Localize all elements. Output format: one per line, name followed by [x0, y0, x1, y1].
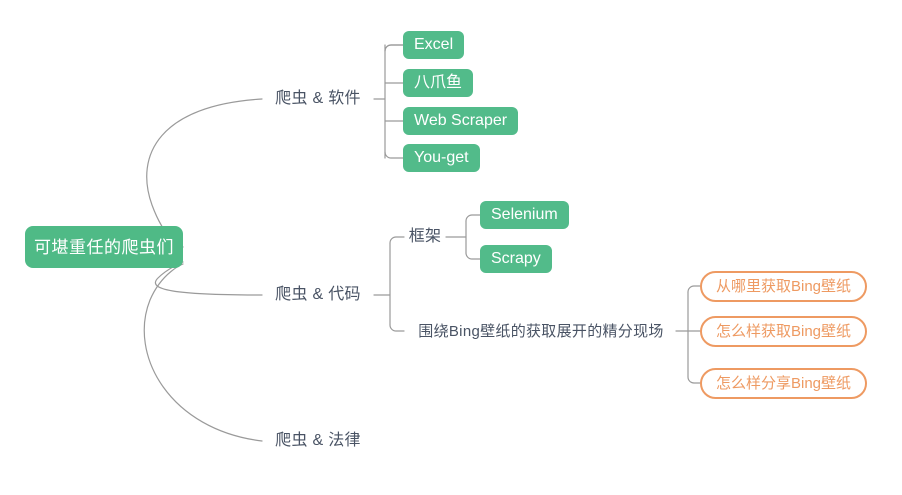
leaf-node-where-to-get[interactable]: 从哪里获取Bing壁纸 [700, 271, 868, 302]
edge-software-to-youget [384, 151, 404, 159]
branch-label-bing-wallpaper-text: 围绕Bing壁纸的获取展开的精分现场 [418, 322, 664, 340]
leaf-node-how-to-get-label: 怎么样获取Bing壁纸 [716, 323, 852, 340]
leaf-node-scrapy-label: Scrapy [491, 250, 541, 267]
root-node[interactable]: 可堪重任的爬虫们 [25, 226, 183, 268]
edge-software-corner-top [384, 44, 404, 52]
edge-code-to-framework [389, 236, 405, 244]
leaf-node-how-to-get[interactable]: 怎么样获取Bing壁纸 [700, 316, 868, 347]
branch-label-software-text: 爬虫 & 软件 [275, 90, 361, 107]
leaf-node-scrapy[interactable]: Scrapy [480, 245, 552, 273]
leaf-node-web-scraper-label: Web Scraper [414, 112, 508, 129]
root-node-label: 可堪重任的爬虫们 [34, 237, 174, 257]
leaf-node-you-get-label: You-get [414, 149, 469, 166]
leaf-node-where-to-get-label: 从哪里获取Bing壁纸 [716, 278, 852, 295]
leaf-node-bazhuayu-label: 八爪鱼 [414, 74, 463, 91]
branch-label-code[interactable]: 爬虫 & 代码 [266, 284, 370, 306]
branch-label-framework-text: 框架 [408, 228, 442, 245]
edge-framework-to-scrapy [465, 252, 481, 260]
branch-label-code-text: 爬虫 & 代码 [275, 286, 361, 303]
edge-software-to-excel [384, 44, 404, 52]
branch-label-software[interactable]: 爬虫 & 软件 [266, 88, 370, 110]
leaf-node-you-get[interactable]: You-get [403, 144, 480, 172]
leaf-node-how-to-share-label: 怎么样分享Bing壁纸 [716, 375, 852, 392]
leaf-node-how-to-share[interactable]: 怎么样分享Bing壁纸 [700, 368, 868, 399]
leaf-node-selenium-label: Selenium [491, 206, 558, 223]
edge-framework-to-selenium [465, 214, 481, 222]
edge-code-to-bing [389, 324, 405, 332]
branch-label-bing-wallpaper[interactable]: 围绕Bing壁纸的获取展开的精分现场 [406, 320, 676, 342]
leaf-node-web-scraper[interactable]: Web Scraper [403, 107, 519, 135]
edge-bing-to-how-share [687, 376, 701, 384]
leaf-node-selenium[interactable]: Selenium [480, 201, 569, 229]
branch-label-law[interactable]: 爬虫 & 法律 [266, 430, 370, 452]
branch-label-law-text: 爬虫 & 法律 [275, 432, 361, 449]
branch-label-framework[interactable]: 框架 [406, 226, 444, 248]
edge-bing-to-where [687, 285, 701, 293]
leaf-node-bazhuayu[interactable]: 八爪鱼 [403, 69, 474, 97]
leaf-node-excel-label: Excel [414, 36, 454, 53]
leaf-node-excel[interactable]: Excel [403, 31, 465, 59]
edge-root-to-software [146, 98, 263, 248]
edge-root-to-law [143, 263, 263, 442]
